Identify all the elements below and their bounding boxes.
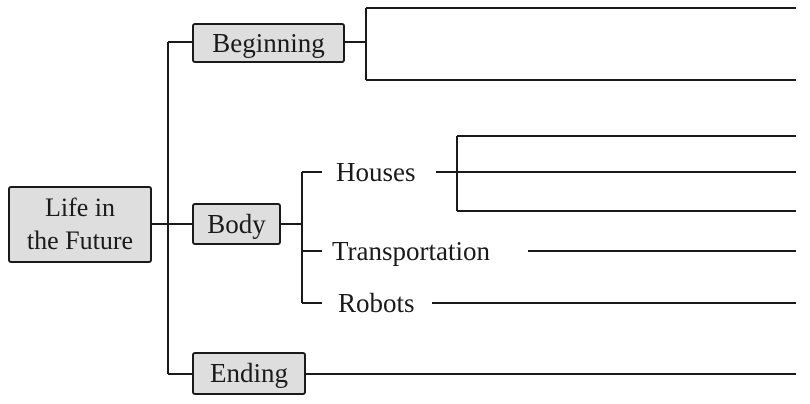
body-label: Body — [207, 208, 266, 239]
body-node: Body — [192, 203, 281, 245]
houses-label: Houses — [336, 157, 416, 187]
root-node: Life in the Future — [8, 186, 152, 263]
root-label-line-1: Life in — [44, 193, 116, 222]
transportation-label: Transportation — [332, 236, 491, 266]
ending-label: Ending — [210, 358, 288, 388]
beginning-label: Beginning — [212, 27, 325, 58]
robots-label: Robots — [338, 288, 415, 318]
ending-node: Ending — [192, 352, 306, 395]
beginning-node: Beginning — [192, 23, 345, 63]
root-label-line-2: the Future — [26, 225, 134, 255]
